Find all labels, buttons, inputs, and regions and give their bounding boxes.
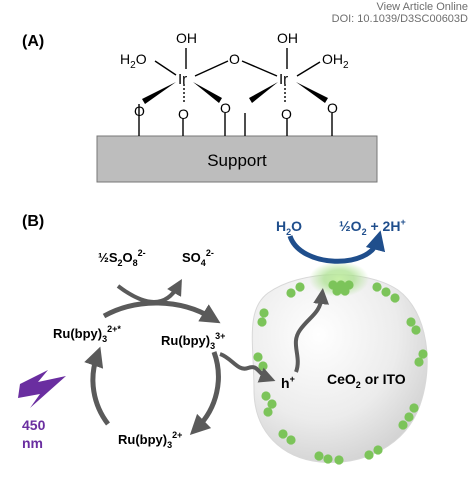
surface-bead xyxy=(253,352,263,362)
surface-bead xyxy=(398,420,408,430)
surface-bead xyxy=(340,286,350,296)
surface-bead xyxy=(332,286,342,296)
surface-bead xyxy=(323,454,333,464)
doi-text: DOI: 10.1039/D3SC00603D xyxy=(331,13,468,25)
ru-oxidized-label: Ru(bpy)33+ xyxy=(161,331,225,351)
atom-o-lower-3: O xyxy=(220,100,231,116)
atom-oh-right: OH xyxy=(277,30,298,46)
surface-bead xyxy=(404,412,414,422)
surface-bead xyxy=(372,282,382,292)
sulfate-label: SO42- xyxy=(182,248,214,268)
panel-b-label: (B) xyxy=(22,213,44,230)
hole-migration-wave xyxy=(293,288,330,373)
panel-a-label: (A) xyxy=(22,33,44,50)
surface-bead xyxy=(286,435,296,445)
atom-ir-left: Ir xyxy=(178,71,187,88)
surface-bead xyxy=(406,317,416,327)
surface-bead xyxy=(295,282,305,292)
ir-complex-bonds xyxy=(138,48,333,136)
active-site-glow xyxy=(309,261,369,297)
atom-oh2-right: OH2 xyxy=(322,51,349,71)
hole-label: h+ xyxy=(281,374,295,391)
support-label: Support xyxy=(207,151,267,170)
ir-wedge-bonds xyxy=(142,82,328,104)
atom-oh-left: OH xyxy=(176,30,197,46)
light-wavelength-unit: nm xyxy=(22,435,43,451)
electron-transfer-wave xyxy=(219,352,276,383)
surface-bead xyxy=(278,429,288,439)
surface-bead xyxy=(411,325,421,335)
persulfate-label: ½S2O82- xyxy=(98,248,146,268)
surface-bead xyxy=(381,287,391,297)
cycle-arc-right xyxy=(189,351,221,436)
surface-bead xyxy=(390,293,400,303)
oxygen-label: ½O2 + 2H+ xyxy=(339,217,406,237)
view-article-link[interactable]: View Article Online xyxy=(376,1,468,13)
atom-o-lower-5: O xyxy=(281,106,292,122)
surface-bead xyxy=(259,308,269,318)
lightning-bolt-icon xyxy=(18,370,66,408)
cycle-arc-top xyxy=(102,300,221,324)
particle-label: CeO2 or ITO xyxy=(327,371,406,390)
cycle-arc-left xyxy=(84,346,111,426)
surface-bead xyxy=(364,450,374,460)
atom-ir-right: Ir xyxy=(279,71,288,88)
surface-bead xyxy=(409,403,419,413)
support-block xyxy=(96,135,378,183)
surface-bead xyxy=(314,451,324,461)
atom-o-lower-6: O xyxy=(327,100,338,116)
ru-excited-label: Ru(bpy)32+* xyxy=(53,324,121,344)
persulfate-arrow xyxy=(116,279,182,304)
light-wavelength-value: 450 xyxy=(22,417,46,433)
surface-bead xyxy=(286,288,296,298)
surface-bead xyxy=(261,391,271,401)
atom-h2o-left: H2O xyxy=(120,51,147,71)
surface-bead xyxy=(418,349,428,359)
water-label: H2O xyxy=(276,218,302,237)
surface-bead xyxy=(267,399,277,409)
atom-o-lower-1: O xyxy=(134,103,145,119)
surface-bead xyxy=(263,407,273,417)
ceo2-particle xyxy=(251,274,428,464)
surface-bead xyxy=(257,317,267,327)
atom-bridge-o: O xyxy=(229,51,240,67)
surface-bead xyxy=(414,357,424,367)
ru-ground-label: Ru(bpy)32+ xyxy=(118,430,182,450)
atom-o-lower-2: O xyxy=(178,106,189,122)
surface-bead xyxy=(373,445,383,455)
water-oxidation-arc xyxy=(287,230,386,264)
surface-bead xyxy=(334,455,344,465)
